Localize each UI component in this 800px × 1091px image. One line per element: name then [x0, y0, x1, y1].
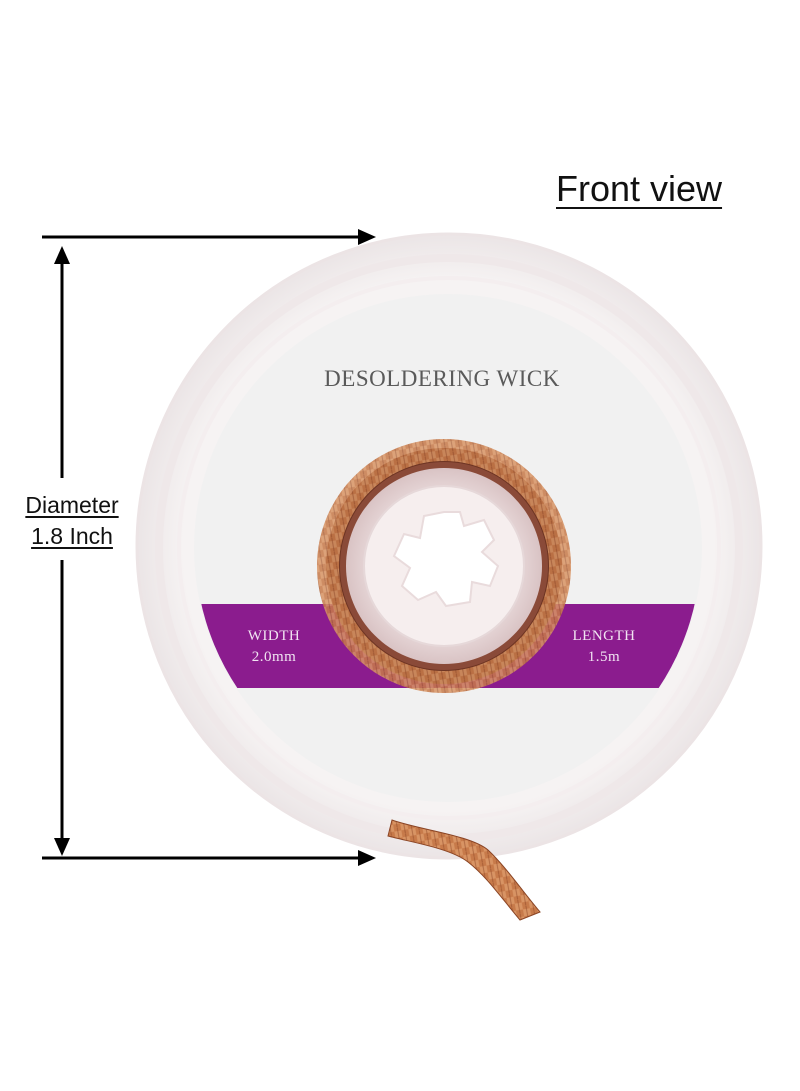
diameter-label: Diameter 1.8 Inch — [12, 490, 132, 552]
length-spec: LENGTH 1.5m — [552, 626, 656, 668]
view-title: Front view — [556, 168, 723, 209]
wick-tail — [387, 819, 541, 921]
length-value: 1.5m — [587, 649, 621, 665]
dimension-arrows — [42, 229, 376, 866]
product-title: DESOLDERING WICK — [324, 366, 560, 391]
hub-hole — [392, 511, 500, 608]
width-label: WIDTH — [247, 628, 301, 644]
width-value: 2.0mm — [251, 649, 297, 665]
diameter-value: 1.8 Inch — [31, 523, 113, 549]
diameter-text: Diameter — [25, 492, 119, 518]
length-label: LENGTH — [572, 628, 636, 644]
spool — [135, 232, 763, 921]
width-spec: WIDTH 2.0mm — [226, 626, 322, 668]
